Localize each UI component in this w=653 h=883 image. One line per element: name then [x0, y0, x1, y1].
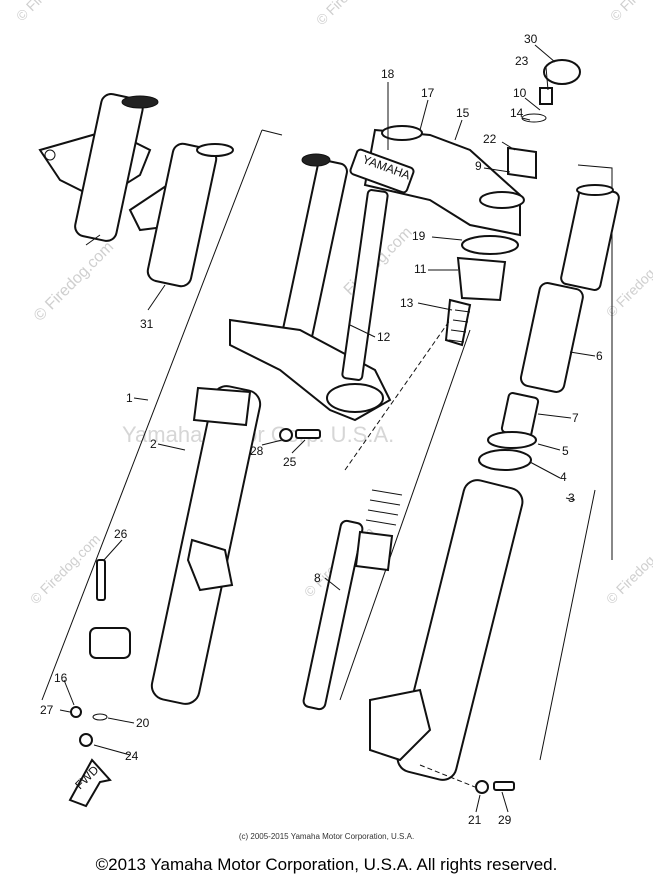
watermark-site-left: © Firedog.com — [31, 238, 117, 324]
left-assembly-outline — [41, 129, 283, 701]
callout-26: 26 — [114, 527, 128, 541]
callout-5: 5 — [562, 444, 569, 458]
under-bracket — [229, 189, 392, 422]
headlight-bracket-left — [38, 93, 159, 242]
callout-25: 25 — [283, 455, 297, 469]
leader-lines — [59, 44, 596, 813]
callout-2: 2 — [150, 437, 157, 451]
callout-22: 22 — [483, 132, 497, 146]
callout-30: 30 — [524, 32, 538, 46]
callout-24: 24 — [125, 749, 139, 763]
callout-28: 28 — [250, 444, 264, 458]
damper-rod — [302, 309, 471, 711]
inner-copyright: (c) 2005-2015 Yamaha Motor Corporation, … — [238, 832, 415, 841]
watermark-site-top-left: © Firedog.com — [13, 0, 89, 24]
watermark-site-lower-right: © Firedog.com — [603, 531, 653, 607]
callout-15: 15 — [456, 106, 470, 120]
callout-29: 29 — [498, 813, 512, 827]
callout-10: 10 — [513, 86, 527, 100]
parts-diagram: © Firedog.com © Firedog.com © Firedog.co… — [13, 0, 653, 827]
watermark-site-top-mid: © Firedog.com — [313, 0, 389, 28]
callout-16: 16 — [54, 671, 68, 685]
watermark-site-right: © Firedog.com — [603, 244, 653, 320]
callout-7: 7 — [572, 411, 579, 425]
fasteners — [70, 428, 515, 794]
callout-11: 11 — [414, 262, 427, 276]
callout-21: 21 — [468, 813, 482, 827]
callout-31: 31 — [140, 317, 154, 331]
headlight-bracket-right — [128, 142, 234, 288]
callout-numbers: 30 23 18 17 10 15 14 22 9 19 11 13 12 6 … — [40, 32, 603, 827]
callout-19: 19 — [412, 229, 426, 243]
callout-13: 13 — [400, 296, 414, 310]
upper-bracket: YAMAHA — [349, 125, 525, 237]
callout-27: 27 — [40, 703, 54, 717]
left-fork-assembly — [89, 153, 348, 705]
callout-8: 8 — [314, 571, 321, 585]
right-fork-assembly — [369, 184, 620, 781]
watermark-site-lower-left: © Firedog.com — [27, 531, 103, 607]
callout-14: 14 — [510, 106, 524, 120]
watermark-center: Yamaha Motor Corp. U.S.A. — [122, 422, 394, 447]
callout-6: 6 — [596, 349, 603, 363]
right-assembly-outline — [539, 164, 613, 761]
right-inner-outline — [339, 329, 471, 701]
callout-18: 18 — [381, 67, 395, 81]
callout-3: 3 — [568, 491, 575, 505]
callout-12: 12 — [377, 330, 391, 344]
callout-1: 1 — [126, 391, 133, 405]
callout-20: 20 — [136, 716, 150, 730]
fwd-arrow: FWD — [68, 758, 112, 808]
footer-copyright: ©2013 Yamaha Motor Corporation, U.S.A. A… — [95, 855, 558, 874]
callout-9: 9 — [475, 159, 482, 173]
callout-4: 4 — [560, 470, 567, 484]
watermark-site-top-right: © Firedog.com — [607, 0, 653, 24]
callout-23: 23 — [515, 54, 529, 68]
callout-17: 17 — [421, 86, 435, 100]
